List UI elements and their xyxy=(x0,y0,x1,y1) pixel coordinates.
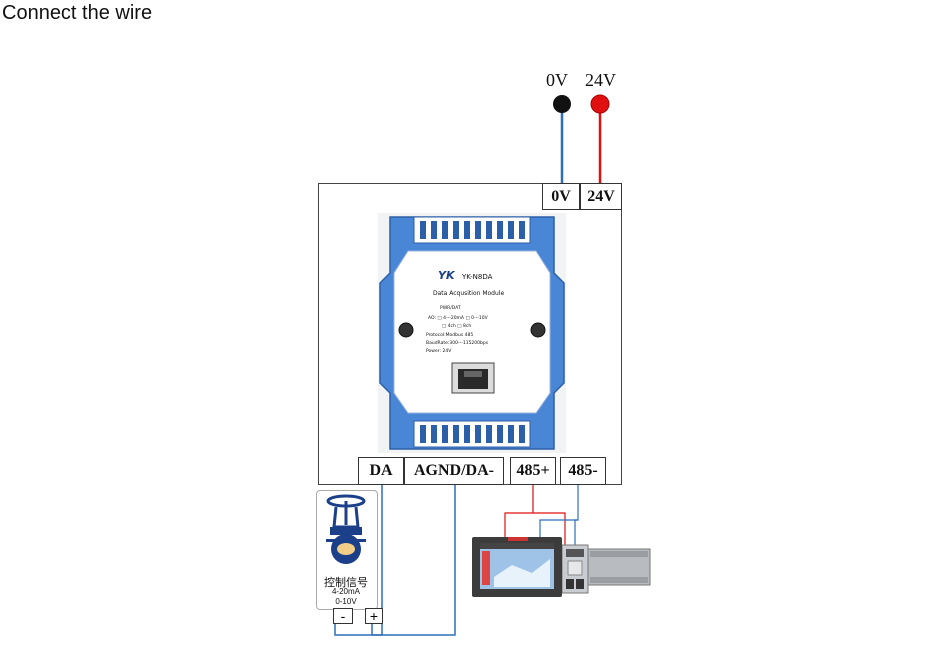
plc-icon xyxy=(562,544,651,594)
agnd-wire xyxy=(334,485,456,636)
rs485-plus-wire-plc xyxy=(533,512,566,545)
valve-signal-current: 4-20mA xyxy=(331,587,360,596)
rs485-minus-wire-hmi xyxy=(539,485,579,540)
valve-label-cn: 控制信号 xyxy=(324,576,368,589)
module-ao-line1: AO: □ 4---20mA □ 0---10V xyxy=(428,315,489,321)
zero-v-label: 0V xyxy=(546,70,568,90)
module-ao-line2: □ 4ch □ 8ch xyxy=(442,323,471,329)
module-power: Power: 24V xyxy=(426,348,452,354)
valve-signal-voltage: 0-10V xyxy=(335,597,357,606)
module-image: YK YK-N8DA Data Acqusition Module PWR/DA… xyxy=(378,213,566,453)
module-model: YK-N8DA xyxy=(461,273,493,281)
terminal-rs485-minus: 485- xyxy=(560,457,606,485)
rs485-minus-wire-plc xyxy=(574,519,578,545)
terminal-zero-v: 0V xyxy=(542,183,580,210)
twenty-four-v-label: 24V xyxy=(585,70,616,90)
twenty-four-v-connector xyxy=(590,94,610,114)
terminal-rs485-plus: 485+ xyxy=(510,457,556,485)
hmi-touchscreen-icon xyxy=(472,537,562,597)
zero-v-connector xyxy=(553,95,571,113)
module-pwr: PWR/DAT xyxy=(440,305,461,311)
module-name: Data Acqusition Module xyxy=(433,290,504,297)
valve-plus-terminal: + xyxy=(365,608,383,624)
module-baudrate: BaudRate:300---115200bps xyxy=(426,340,489,346)
brand-logo-icon: YK xyxy=(438,269,456,282)
terminal-agnd: AGND/DA- xyxy=(404,457,504,485)
rs485-plus-wire-hmi xyxy=(504,485,534,540)
terminal-twenty-four-v: 24V xyxy=(580,183,622,210)
valve-minus-terminal: - xyxy=(333,608,353,624)
page-title: Connect the wire xyxy=(2,2,153,24)
terminal-da: DA xyxy=(358,457,404,485)
module-protocol: Protocol:Modbus 485 xyxy=(426,332,473,338)
valve-icon xyxy=(326,494,366,564)
